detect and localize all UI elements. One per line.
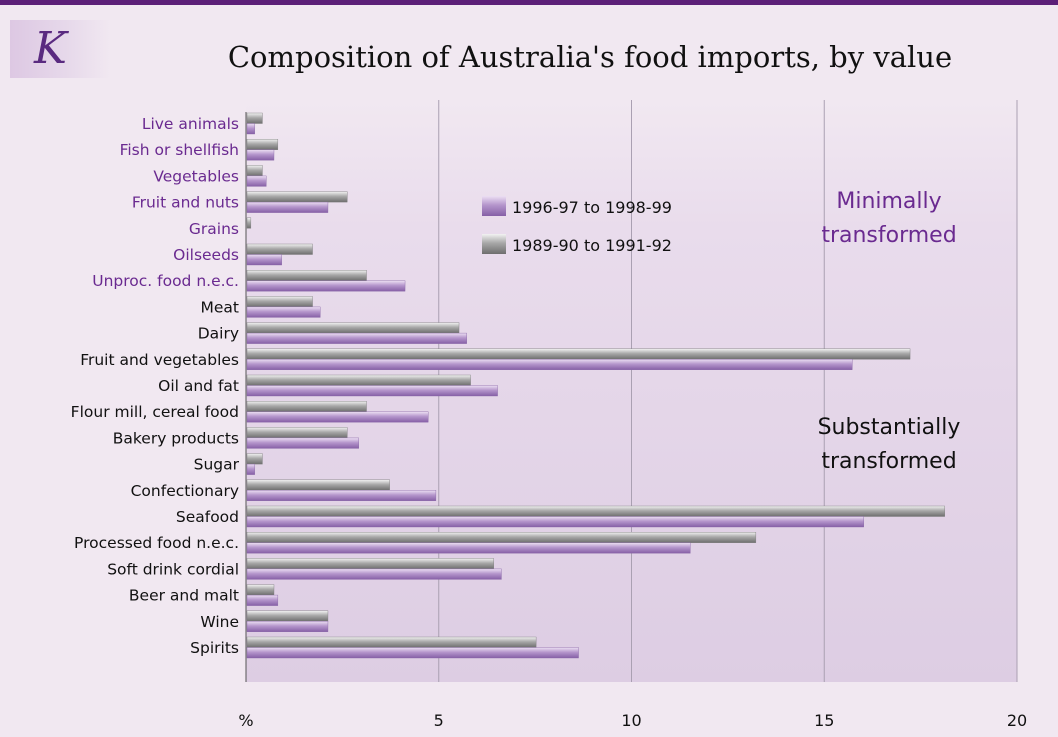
x-tick-labels: % 5 10 15 20 xyxy=(238,711,1027,730)
bar-1989-90-to-1991-92 xyxy=(246,427,348,439)
category-label: Confectionary xyxy=(131,482,239,500)
bar-1996-97-to-1998-99 xyxy=(246,359,853,370)
legend: 1996-97 to 1998-99 1989-90 to 1991-92 xyxy=(482,196,672,255)
annotation-minimally-line1: Minimally xyxy=(836,189,941,214)
bar-1989-90-to-1991-92 xyxy=(246,191,348,203)
x-tick-label: 15 xyxy=(814,711,834,730)
category-label: Meat xyxy=(201,298,240,316)
bar-1989-90-to-1991-92 xyxy=(246,112,263,124)
legend-label-1989: 1989-90 to 1991-92 xyxy=(512,236,672,255)
bar-1989-90-to-1991-92 xyxy=(246,374,471,386)
bar-1996-97-to-1998-99 xyxy=(246,594,279,606)
bar-1996-97-to-1998-99 xyxy=(246,332,467,344)
category-label: Oilseeds xyxy=(173,246,239,264)
category-label: Wine xyxy=(200,613,239,631)
category-label: Dairy xyxy=(198,325,239,343)
bar-1989-90-to-1991-92 xyxy=(246,348,911,360)
bar-1989-90-to-1991-92 xyxy=(246,558,494,570)
bar-1996-97-to-1998-99 xyxy=(246,568,502,580)
x-tick-label: % xyxy=(238,711,253,730)
bar-1989-90-to-1991-92 xyxy=(246,636,537,648)
category-label: Fish or shellfish xyxy=(120,141,239,159)
bar-1996-97-to-1998-99 xyxy=(246,411,429,423)
legend-swatch-1989 xyxy=(482,234,506,254)
annotation-substantially: Substantially transformed xyxy=(818,415,961,474)
bar-1996-97-to-1998-99 xyxy=(246,175,267,187)
bar-1996-97-to-1998-99 xyxy=(246,490,437,501)
bar-1996-97-to-1998-99 xyxy=(246,516,864,528)
bar-1996-97-to-1998-99 xyxy=(246,149,275,161)
category-label: Processed food n.e.c. xyxy=(74,534,239,552)
bar-1989-90-to-1991-92 xyxy=(246,270,367,281)
bar-1989-90-to-1991-92 xyxy=(246,453,263,465)
top-accent-bar xyxy=(0,0,1058,5)
bar-1996-97-to-1998-99 xyxy=(246,437,359,449)
category-label: Seafood xyxy=(176,508,239,526)
annotation-substantially-line2: transformed xyxy=(821,449,956,474)
bar-1989-90-to-1991-92 xyxy=(246,401,367,412)
bar-1996-97-to-1998-99 xyxy=(246,280,406,292)
bar-1996-97-to-1998-99 xyxy=(246,542,691,554)
bar-1996-97-to-1998-99 xyxy=(246,385,498,397)
category-label: Sugar xyxy=(194,456,240,474)
x-tick-label: 5 xyxy=(434,711,444,730)
legend-swatch-1996 xyxy=(482,196,506,216)
category-label: Spirits xyxy=(190,639,239,657)
bar-1989-90-to-1991-92 xyxy=(246,532,757,543)
category-label: Unproc. food n.e.c. xyxy=(92,272,239,290)
bar-1996-97-to-1998-99 xyxy=(246,647,579,659)
panel-label-box: K xyxy=(10,20,110,78)
category-label: Bakery products xyxy=(113,429,239,447)
bar-1989-90-to-1991-92 xyxy=(246,296,313,308)
bar-1989-90-to-1991-92 xyxy=(246,479,390,491)
legend-label-1996: 1996-97 to 1998-99 xyxy=(512,198,672,217)
bar-1989-90-to-1991-92 xyxy=(246,243,313,255)
category-label: Grains xyxy=(189,220,239,238)
bar-1996-97-to-1998-99 xyxy=(246,201,329,213)
category-label: Beer and malt xyxy=(129,587,239,605)
annotation-substantially-line1: Substantially xyxy=(818,415,961,440)
bar-1996-97-to-1998-99 xyxy=(246,254,282,266)
category-label: Vegetables xyxy=(153,167,239,185)
category-label: Live animals xyxy=(142,115,239,133)
bar-1996-97-to-1998-99 xyxy=(246,463,255,475)
bar-1989-90-to-1991-92 xyxy=(246,165,263,177)
bar-1989-90-to-1991-92 xyxy=(246,610,329,622)
x-tick-label: 10 xyxy=(621,711,641,730)
bar-1996-97-to-1998-99 xyxy=(246,621,329,632)
bars xyxy=(246,112,945,659)
category-label: Flour mill, cereal food xyxy=(71,403,239,421)
bar-1996-97-to-1998-99 xyxy=(246,123,255,135)
chart-title: Composition of Australia's food imports,… xyxy=(227,40,953,74)
category-label: Fruit and nuts xyxy=(132,194,239,212)
bar-1989-90-to-1991-92 xyxy=(246,217,252,229)
category-label: Fruit and vegetables xyxy=(80,351,239,369)
bar-1989-90-to-1991-92 xyxy=(246,505,945,517)
category-label: Oil and fat xyxy=(158,377,239,395)
annotation-minimally-line2: transformed xyxy=(821,223,956,248)
bar-1989-90-to-1991-92 xyxy=(246,322,460,334)
panel-label: K xyxy=(34,23,67,74)
category-label: Soft drink cordial xyxy=(107,560,239,578)
x-tick-label: 20 xyxy=(1007,711,1027,730)
annotation-minimally: Minimally transformed xyxy=(821,189,956,248)
bar-1996-97-to-1998-99 xyxy=(246,306,321,318)
bar-1989-90-to-1991-92 xyxy=(246,584,275,596)
bar-1989-90-to-1991-92 xyxy=(246,138,279,150)
